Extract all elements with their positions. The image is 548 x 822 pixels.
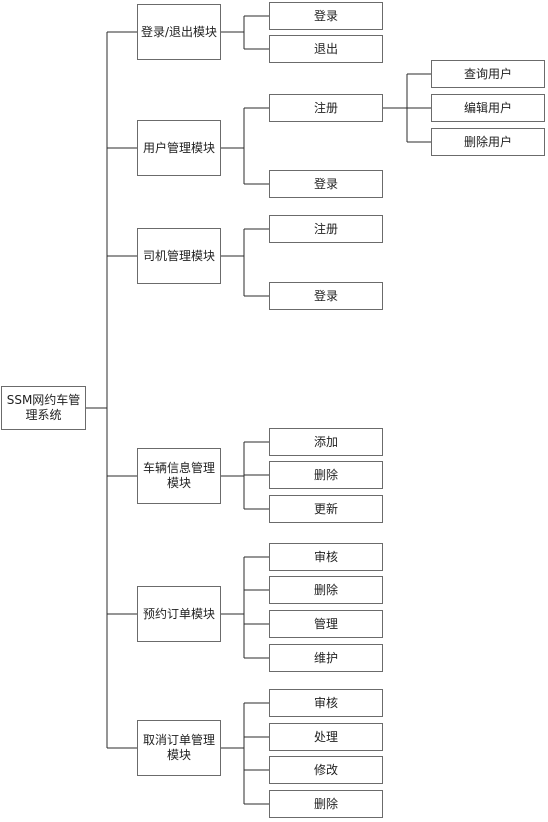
leaf-label: 处理: [313, 729, 338, 744]
module-label: 登录/退出模块: [140, 24, 218, 39]
module-label-line2: 模块: [166, 476, 191, 490]
module-vehicle-info: 车辆信息管理 模块: [137, 448, 221, 504]
root-label-line2: 理系统: [25, 408, 62, 422]
module-label-line1: 取消订单管理: [142, 733, 215, 747]
module-label: 预约订单模块: [142, 606, 215, 621]
leaf-cancel-delete: 删除: [269, 790, 383, 818]
leaf-label: 删除: [313, 796, 338, 811]
leaf-label: 退出: [313, 41, 338, 56]
leaf-label: 查询用户: [463, 66, 512, 81]
module-label: 用户管理模块: [142, 140, 215, 155]
leaf-user-login: 登录: [269, 170, 383, 198]
leaf-label: 登录: [313, 288, 338, 303]
module-label-line1: 车辆信息管理: [142, 461, 215, 475]
module-label: 司机管理模块: [142, 248, 215, 263]
leaf-label: 登录: [313, 8, 338, 23]
leaf-label: 审核: [313, 695, 338, 710]
leaf-booking-manage: 管理: [269, 610, 383, 638]
leaf-cancel-modify: 修改: [269, 756, 383, 784]
module-user-management: 用户管理模块: [137, 120, 221, 176]
leaf-edit-user: 编辑用户: [431, 94, 545, 122]
leaf-label: 注册: [313, 100, 338, 115]
leaf-label: 注册: [313, 221, 338, 236]
module-cancel-order: 取消订单管理 模块: [137, 720, 221, 776]
leaf-label: 修改: [313, 762, 338, 777]
root-node: SSM网约车管 理系统: [1, 386, 86, 430]
leaf-label: 删除用户: [463, 134, 512, 149]
leaf-label: 管理: [313, 616, 338, 631]
leaf-label: 删除: [313, 467, 338, 482]
leaf-booking-review: 审核: [269, 543, 383, 571]
leaf-vehicle-update: 更新: [269, 495, 383, 523]
leaf-user-register: 注册: [269, 94, 383, 122]
leaf-label: 维护: [313, 650, 338, 665]
leaf-logout: 退出: [269, 35, 383, 63]
leaf-booking-maintain: 维护: [269, 644, 383, 672]
leaf-vehicle-delete: 删除: [269, 461, 383, 489]
leaf-vehicle-add: 添加: [269, 428, 383, 456]
leaf-label: 编辑用户: [463, 100, 512, 115]
leaf-cancel-process: 处理: [269, 723, 383, 751]
leaf-label: 登录: [313, 176, 338, 191]
leaf-label: 审核: [313, 549, 338, 564]
leaf-label: 删除: [313, 582, 338, 597]
leaf-query-user: 查询用户: [431, 60, 545, 88]
module-login-logout: 登录/退出模块: [137, 4, 221, 60]
leaf-delete-user: 删除用户: [431, 128, 545, 156]
leaf-label: 添加: [313, 434, 338, 449]
module-driver-management: 司机管理模块: [137, 228, 221, 284]
root-label-line1: SSM网约车管: [6, 393, 81, 407]
leaf-label: 更新: [313, 501, 338, 516]
leaf-cancel-review: 审核: [269, 689, 383, 717]
module-booking-order: 预约订单模块: [137, 586, 221, 642]
leaf-driver-register: 注册: [269, 215, 383, 243]
leaf-booking-delete: 删除: [269, 576, 383, 604]
module-label-line2: 模块: [166, 748, 191, 762]
leaf-login: 登录: [269, 2, 383, 30]
leaf-driver-login: 登录: [269, 282, 383, 310]
